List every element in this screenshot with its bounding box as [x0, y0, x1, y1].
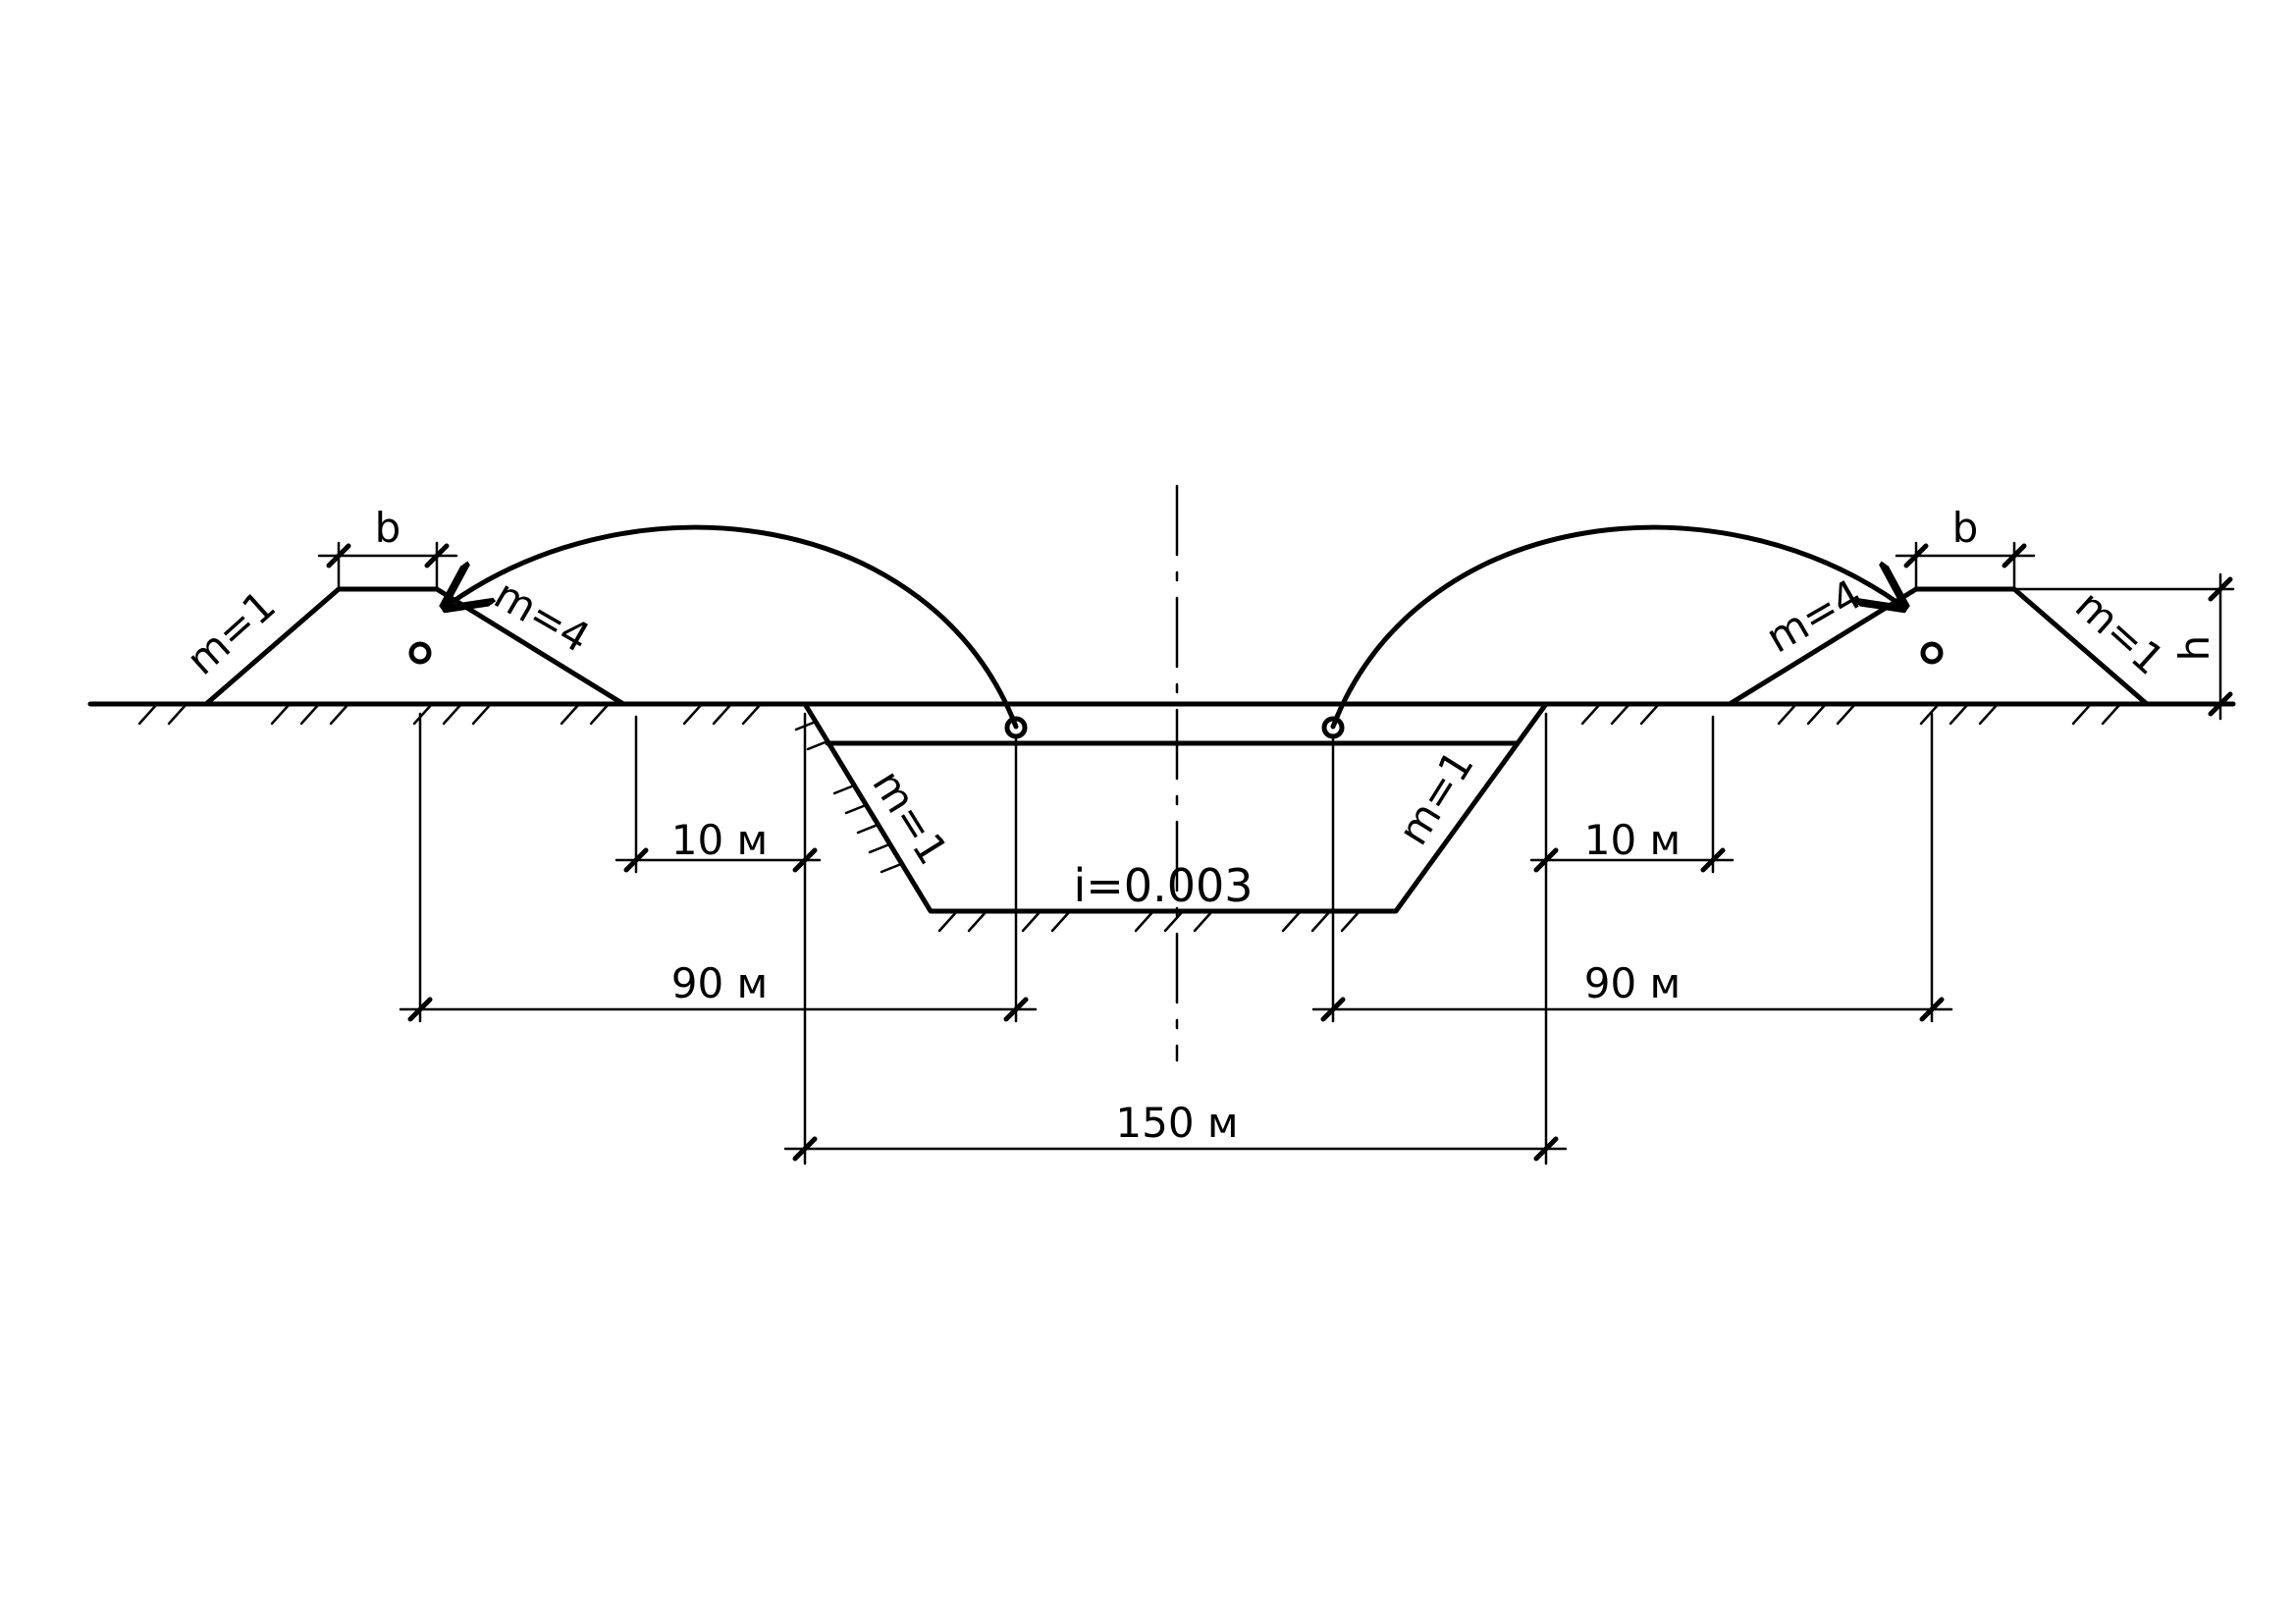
ground-hatching	[137, 702, 2122, 726]
label-transport-right: 90 м	[1584, 959, 1681, 1007]
label-bed-gradient: i=0.003	[1073, 859, 1253, 912]
channel-bed-hatching	[937, 909, 1362, 933]
label-left-inner-slope: m=4	[486, 570, 598, 663]
label-channel-width: 150 м	[1115, 1099, 1238, 1147]
label-h: h	[2170, 635, 2218, 662]
centroid-right-excavation	[1321, 716, 1345, 739]
label-right-outer-slope: m=1	[2066, 581, 2173, 684]
label-offset-right: 10 м	[1584, 816, 1681, 864]
label-channel-slope-left: m=1	[863, 762, 957, 873]
right-slope-guide	[1470, 702, 1548, 807]
centroid-left-bank	[408, 641, 432, 665]
label-b-right: b	[1952, 504, 1979, 552]
centroid-right-bank	[1920, 641, 1944, 665]
label-transport-left: 90 м	[671, 959, 768, 1007]
centroid-left-excavation	[1004, 716, 1028, 739]
label-b-left: b	[375, 504, 401, 552]
label-channel-slope-right: m=1	[1389, 742, 1483, 853]
dimension-ticks	[326, 543, 2233, 1162]
label-offset-left: 10 м	[671, 816, 768, 864]
channel-slope-hatching	[794, 720, 903, 874]
transport-arrow-left	[450, 524, 1019, 730]
left-spoil-bank	[203, 586, 626, 707]
canal-excavation	[802, 701, 1549, 914]
transport-arrow-right	[1330, 524, 1899, 730]
extension-lines	[337, 541, 2235, 1165]
label-right-inner-slope: m=4	[1758, 570, 1870, 663]
label-left-outer-slope: m=1	[178, 581, 285, 684]
right-spoil-bank	[1727, 586, 2150, 707]
